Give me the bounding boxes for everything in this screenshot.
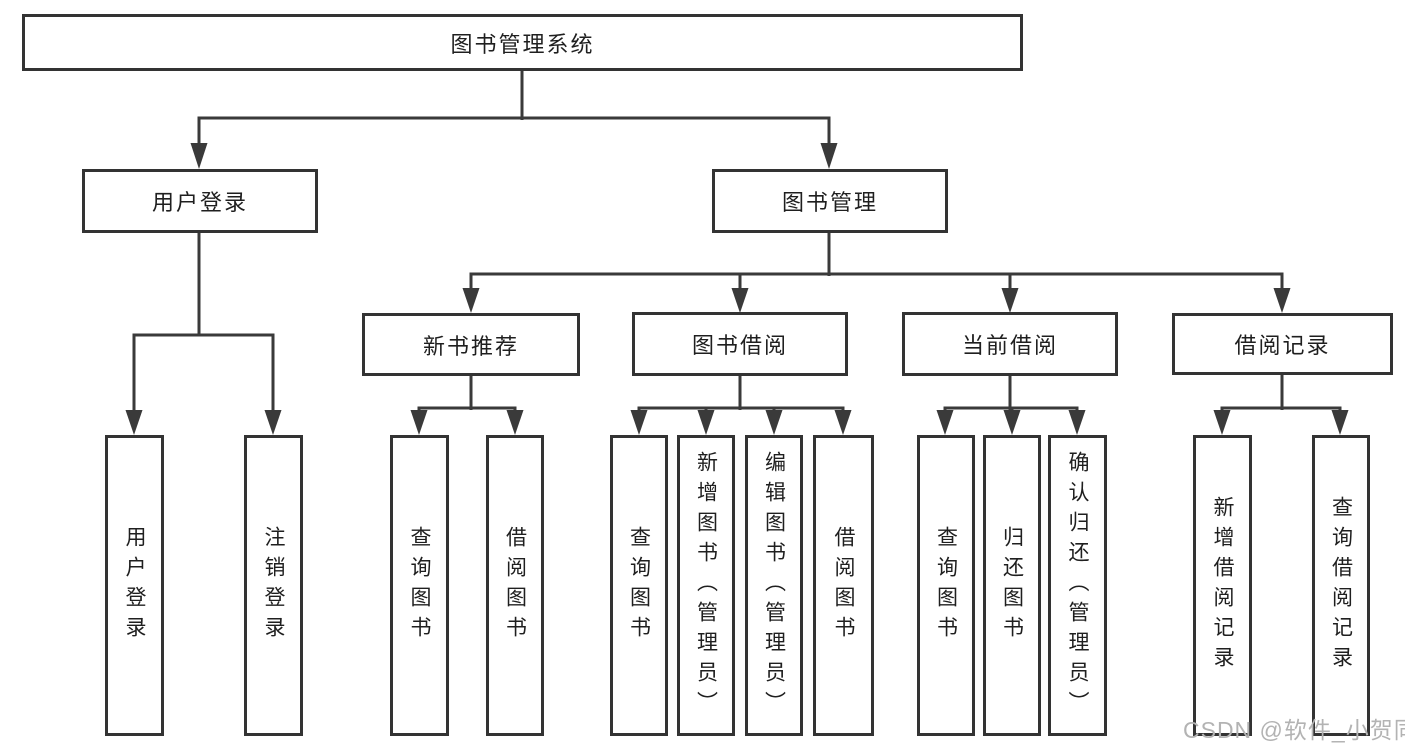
node-label: 新书推荐	[422, 333, 519, 359]
leaf-label: 归还图书	[1000, 525, 1024, 646]
connector-borrow-records-group	[1213, 375, 1349, 435]
node-label: 图书借阅	[691, 333, 788, 358]
leaf-label: 编辑图书（管理员）	[762, 450, 786, 721]
leaf-label: 注销登录	[262, 525, 285, 646]
leaf-label: 借阅图书	[832, 525, 855, 646]
connector-root-to-level2	[190, 70, 838, 169]
leaf-cb-query-books: 查询图书	[917, 435, 975, 736]
leaf-br-add-borrow-record: 新增借阅记录	[1193, 435, 1252, 736]
leaf-logout: 注销登录	[244, 435, 303, 736]
node-library-management-system: 图书管理系统	[22, 14, 1023, 71]
node-new-book-recommendation: 新书推荐	[362, 313, 580, 376]
leaf-label: 确认归还（管理员）	[1066, 450, 1089, 721]
node-label: 当前借阅	[961, 333, 1058, 358]
leaf-br-query-borrow-record: 查询借阅记录	[1312, 435, 1370, 736]
node-borrowing-records: 借阅记录	[1172, 313, 1393, 375]
node-label: 图书管理系统	[450, 31, 595, 57]
connector-book-management-to-level3	[462, 232, 1291, 313]
leaf-bb-edit-books-admin: 编辑图书（管理员）	[745, 435, 803, 736]
connector-user-login-group	[125, 232, 282, 435]
node-book-management: 图书管理	[712, 169, 948, 233]
connector-book-borrow-group	[630, 375, 852, 435]
node-label: 借阅记录	[1234, 333, 1331, 358]
connector-current-borrow-group	[936, 375, 1086, 435]
node-label: 用户登录	[151, 190, 248, 215]
leaf-label: 借阅图书	[503, 525, 527, 646]
leaf-label: 查询借阅记录	[1329, 495, 1353, 676]
leaf-nb-query-books: 查询图书	[390, 435, 449, 736]
leaf-cb-return-books: 归还图书	[983, 435, 1041, 736]
leaf-bb-borrow-books: 借阅图书	[813, 435, 874, 736]
leaf-cb-confirm-return-admin: 确认归还（管理员）	[1048, 435, 1107, 736]
leaf-label: 新增借阅记录	[1211, 495, 1234, 676]
leaf-bb-query-books: 查询图书	[610, 435, 668, 736]
connector-new-books-group	[410, 375, 524, 435]
node-current-borrowing: 当前借阅	[902, 312, 1118, 376]
csdn-watermark: CSDN @软件_小贺同学	[1183, 717, 1405, 743]
leaf-label: 查询图书	[408, 525, 431, 646]
leaf-label: 查询图书	[934, 525, 958, 646]
leaf-bb-add-books-admin: 新增图书（管理员）	[677, 435, 735, 736]
leaf-label: 查询图书	[627, 525, 651, 646]
leaf-label: 用户登录	[123, 525, 146, 646]
node-label: 图书管理	[781, 190, 878, 215]
node-user-login: 用户登录	[82, 169, 318, 233]
node-book-borrowing: 图书借阅	[632, 312, 848, 376]
leaf-nb-borrow-books: 借阅图书	[486, 435, 544, 736]
leaf-user-login: 用户登录	[105, 435, 164, 736]
leaf-label: 新增图书（管理员）	[694, 450, 718, 721]
